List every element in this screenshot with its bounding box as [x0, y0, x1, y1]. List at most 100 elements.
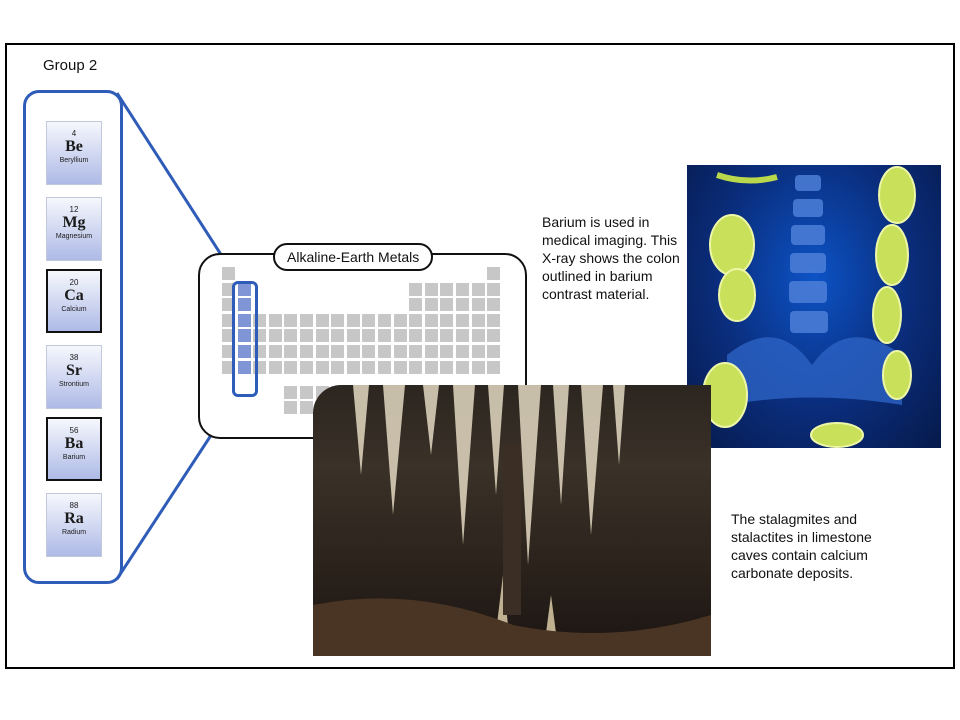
- mini-table-cell: [331, 345, 345, 358]
- mini-table-cell: [284, 360, 298, 374]
- element-number: 12: [69, 205, 79, 214]
- mini-table-cell: [456, 345, 469, 358]
- mini-table-label: Alkaline-Earth Metals: [273, 243, 434, 271]
- mini-table-cell: [456, 298, 469, 312]
- mini-table-cell: [378, 360, 391, 374]
- mini-table-cell: [315, 360, 329, 374]
- mini-table-cell: [331, 360, 345, 374]
- mini-table-cell: [456, 313, 469, 327]
- mini-table-cell: [362, 313, 376, 327]
- mini-table-cell: [378, 329, 391, 343]
- mini-table-cell: [424, 345, 438, 358]
- mini-table-cell: [409, 313, 423, 327]
- xray-photo: [687, 165, 941, 448]
- mini-table-cell: [222, 360, 235, 374]
- mini-table-cell: [440, 282, 454, 296]
- element-name: Strontium: [59, 381, 89, 388]
- mini-table-cell: [409, 345, 423, 358]
- mini-table-cell: [268, 313, 282, 327]
- mini-table-cell: [346, 345, 360, 358]
- mini-table-cell: [409, 360, 423, 374]
- mini-table-cell: [222, 313, 235, 327]
- mini-table-cell: [284, 345, 298, 358]
- mini-table-cell: [237, 282, 251, 296]
- mini-table-cell: [300, 329, 313, 343]
- element-symbol: Mg: [62, 214, 86, 231]
- mini-table-cell: [440, 329, 454, 343]
- mini-table-cell: [222, 267, 235, 280]
- mini-table-cell: [471, 360, 485, 374]
- mini-table-cell: [471, 345, 485, 358]
- mini-table-cell: [424, 313, 438, 327]
- element-number: 4: [71, 129, 77, 138]
- mini-table-cell: [331, 313, 345, 327]
- group-2-column-outline: [232, 281, 258, 397]
- mini-table-cell: [315, 313, 329, 327]
- mini-table-cell: [424, 282, 438, 296]
- element-symbol: Ba: [64, 435, 84, 452]
- mini-table-cell: [487, 298, 501, 312]
- cave-caption: The stalagmites and stalactites in limes…: [731, 511, 872, 581]
- mini-table-cell: [284, 329, 298, 343]
- xray-illustration: [702, 166, 916, 448]
- element-name: Beryllium: [59, 157, 89, 164]
- mini-table-cell: [378, 313, 391, 327]
- element-name: Barium: [62, 454, 86, 461]
- mini-table-cell: [222, 282, 235, 296]
- mini-table-cell: [471, 282, 485, 296]
- mini-table-cell: [268, 360, 282, 374]
- mini-table-cell: [456, 282, 469, 296]
- mini-table-cell: [471, 329, 485, 343]
- mini-table-cell: [487, 360, 501, 374]
- element-symbol: Be: [65, 138, 83, 155]
- mini-table-cell: [222, 298, 235, 312]
- mini-table-cell: [487, 282, 501, 296]
- mini-table-cell: [393, 313, 407, 327]
- mini-table-cell: [300, 345, 313, 358]
- cave-illustration: [313, 385, 711, 656]
- mini-table-cell: [346, 329, 360, 343]
- mini-table-cell: [409, 298, 423, 312]
- mini-table-cell: [237, 360, 251, 374]
- mini-table-cell: [346, 313, 360, 327]
- mini-table-cell: [300, 385, 313, 399]
- mini-table-cell: [409, 282, 423, 296]
- mini-table-cell: [471, 298, 485, 312]
- mini-table-cell: [440, 313, 454, 327]
- element-name: Radium: [61, 529, 87, 536]
- element-symbol: Ra: [64, 510, 84, 527]
- mini-table-cell: [315, 345, 329, 358]
- mini-table-cell: [237, 329, 251, 343]
- mini-table-cell: [222, 345, 235, 358]
- element-number: 88: [69, 501, 79, 510]
- mini-table-cell: [346, 360, 360, 374]
- mini-table-cell: [393, 345, 407, 358]
- mini-table-cell: [440, 298, 454, 312]
- mini-table-cell: [362, 345, 376, 358]
- mini-table-cell: [378, 345, 391, 358]
- mini-table-cell: [331, 329, 345, 343]
- mini-table-cell: [300, 401, 313, 415]
- mini-table-cell: [393, 360, 407, 374]
- mini-table-cell: [424, 329, 438, 343]
- mini-table-cell: [471, 313, 485, 327]
- mini-table-cell: [424, 360, 438, 374]
- mini-table-cell: [487, 313, 501, 327]
- mini-table-cell: [237, 345, 251, 358]
- mini-table-cell: [268, 329, 282, 343]
- element-symbol: Sr: [66, 362, 82, 379]
- mini-table-cell: [487, 329, 501, 343]
- mini-table-cell: [456, 360, 469, 374]
- mini-table-cell: [487, 267, 501, 280]
- cave-photo: [313, 385, 711, 656]
- mini-table-cell: [362, 329, 376, 343]
- mini-table-cell: [284, 313, 298, 327]
- mini-table-cell: [284, 385, 298, 399]
